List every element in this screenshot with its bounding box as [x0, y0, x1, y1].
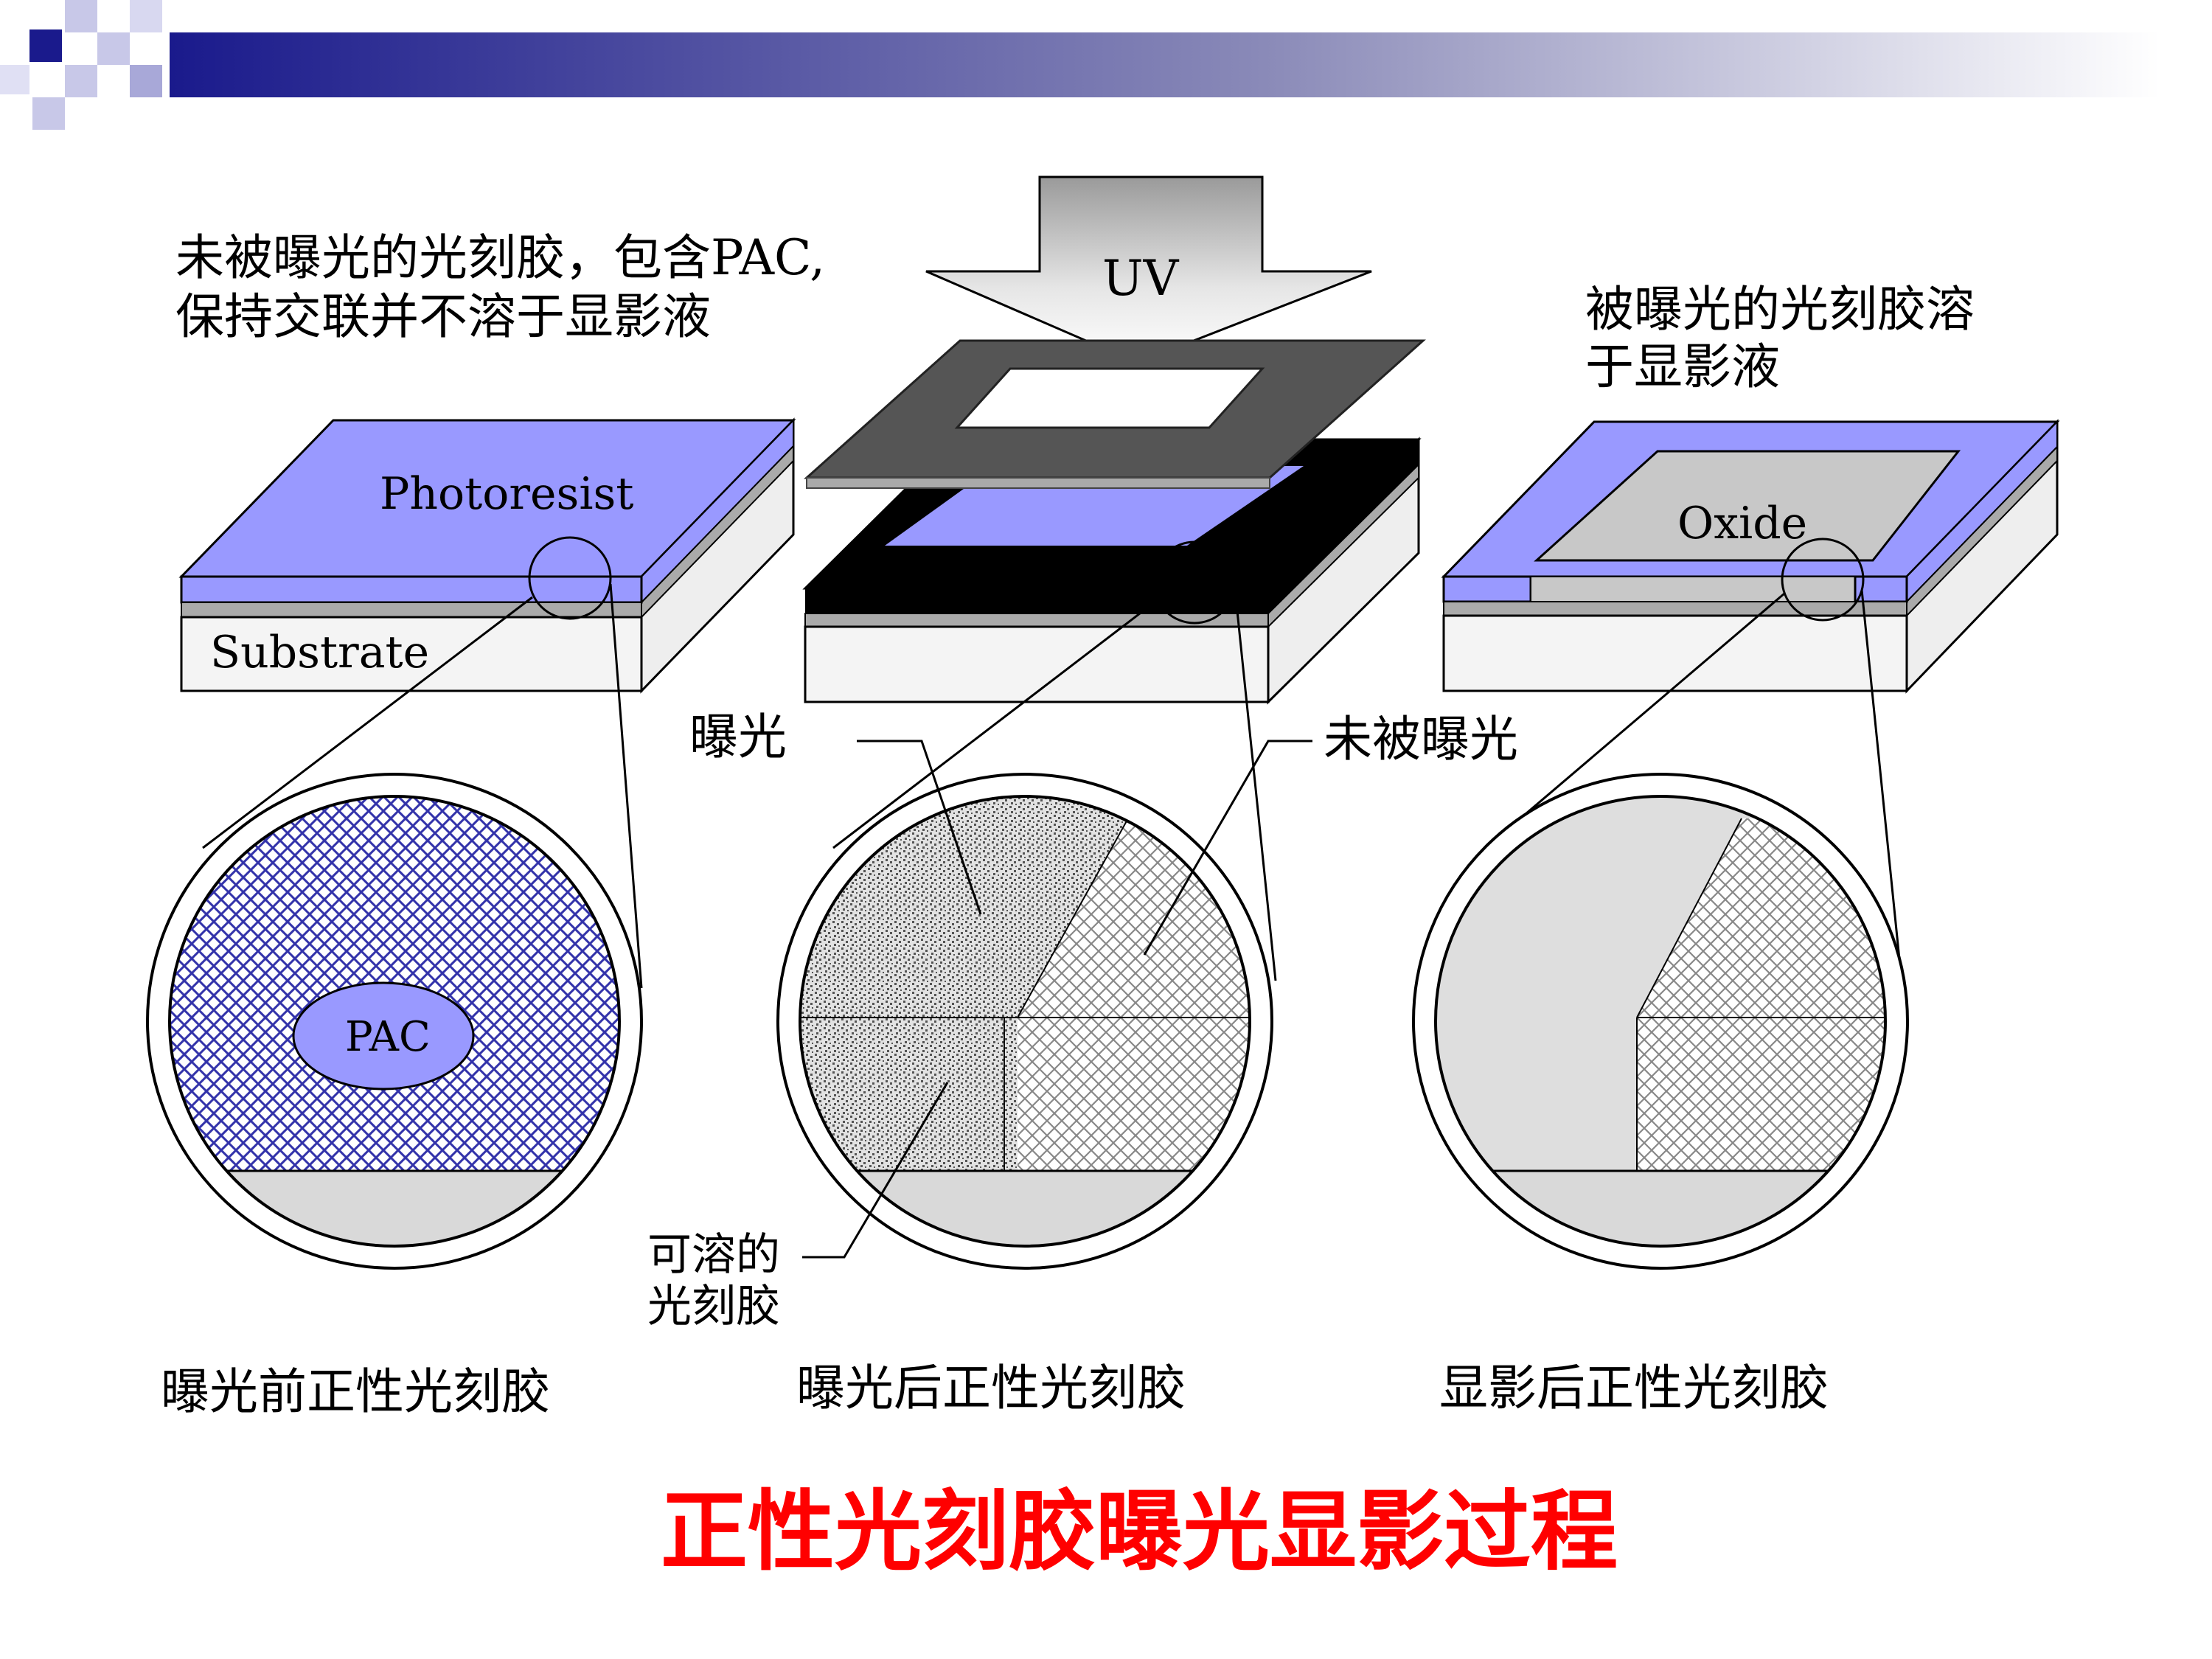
wafer-before-exposure: Photoresist Substrate	[178, 417, 796, 694]
wafer-after-develop: Oxide	[1441, 419, 2060, 694]
page-title: 正性光刻胶曝光显影过程	[661, 1481, 1618, 1582]
wafer-during-exposure	[802, 339, 1426, 705]
exposed-note-line2: 于显影液	[1585, 338, 1780, 395]
zoom-lines	[202, 583, 1904, 989]
unexposed-label: 未被曝光	[1324, 711, 1518, 768]
uv-label: UV	[1102, 250, 1180, 307]
oxide-label: Oxide	[1677, 498, 1807, 549]
pac-ellipse	[292, 981, 475, 1091]
soluble-label-line2: 光刻胶	[647, 1281, 780, 1332]
exposed-label: 曝光	[689, 709, 787, 765]
substrate-label: Substrate	[210, 627, 429, 678]
uv-arrow: UV	[925, 175, 1372, 364]
caption-before: 曝光前正性光刻胶	[161, 1363, 550, 1420]
soluble-label-line1: 可溶的	[647, 1229, 780, 1281]
zoom-circle-after-exposure	[776, 773, 1273, 1270]
annotation-leaders	[802, 740, 1312, 1259]
unexposed-note-line1: 未被曝光的光刻胶，包含PAC,	[175, 229, 825, 286]
unexposed-note-line2: 保持交联并不溶于显影液	[175, 288, 711, 345]
caption-after-develop: 显影后正性光刻胶	[1439, 1360, 1829, 1416]
zoom-circle-after-develop	[1412, 773, 1909, 1270]
photoresist-label: Photoresist	[380, 468, 633, 520]
zoom-circle-before: PAC	[146, 773, 643, 1270]
caption-after-exposure: 曝光后正性光刻胶	[796, 1360, 1186, 1416]
header-decoration	[0, 0, 2160, 130]
exposed-note-line1: 被曝光的光刻胶溶	[1585, 281, 1975, 338]
pac-label: PAC	[345, 1013, 431, 1061]
